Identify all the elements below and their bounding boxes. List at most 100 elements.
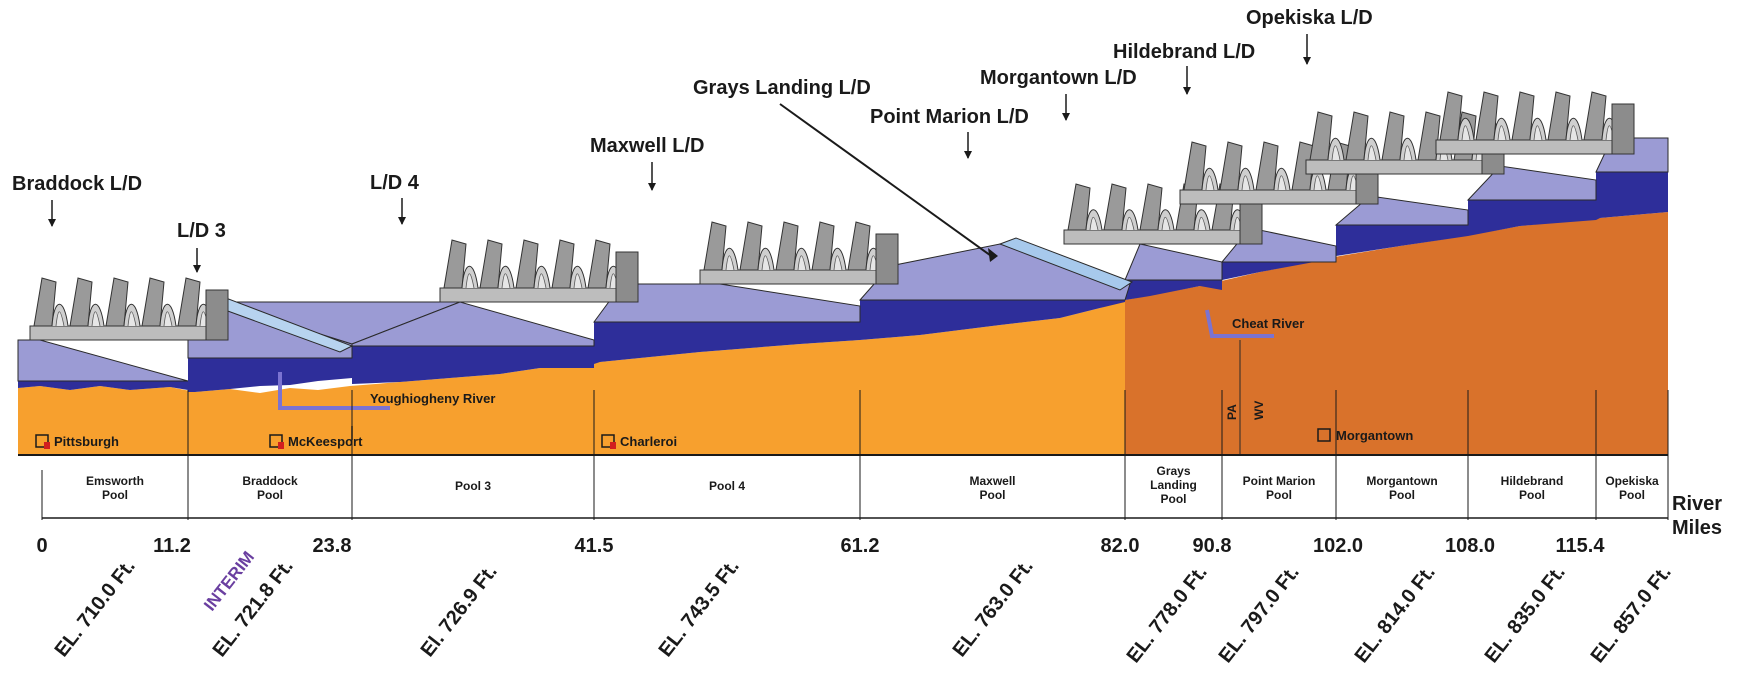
river-mile-label: 41.5	[575, 535, 614, 557]
pool-grays	[1124, 243, 1223, 281]
elevation-label: El. 726.9 Ft.	[417, 561, 502, 661]
deep-water-grays	[1125, 280, 1222, 300]
dam-arrow-head	[1062, 113, 1070, 121]
dam-label: L/D 4	[370, 172, 420, 194]
ground-pa	[18, 300, 1125, 455]
dam-label: Point Marion L/D	[870, 106, 1029, 128]
pool-label: Hildebrand	[1501, 474, 1564, 488]
river-mile-label: 23.8	[313, 535, 352, 557]
deep-water-emsworth	[18, 381, 188, 390]
dam-structure	[29, 277, 229, 341]
deep-water-opekiska	[1596, 172, 1668, 220]
river-mile-label: 102.0	[1313, 535, 1363, 557]
dam-arrow-head	[964, 151, 972, 159]
youghiogheny-river-line	[278, 372, 390, 410]
cheat-river-line	[1205, 309, 1274, 338]
pool-label: Emsworth	[86, 474, 144, 488]
city-label: Morgantown	[1336, 428, 1413, 443]
pool-label: Pool	[1161, 492, 1187, 506]
elevation-label: EL. 835.0 Ft.	[1481, 562, 1570, 668]
deep-water-morgantown	[1336, 225, 1468, 256]
ground-wv	[1125, 212, 1668, 455]
city-markers: Pittsburgh McKeesport Charleroi Morgantown	[35, 428, 1413, 449]
dam-label: Braddock L/D	[12, 173, 142, 195]
dam-label: L/D 3	[177, 220, 226, 242]
dam-arrow-head	[648, 183, 656, 191]
city-label: Pittsburgh	[54, 434, 119, 449]
channel-grays-landing	[998, 237, 1134, 291]
pool-label: Pool	[1519, 488, 1545, 502]
city-marker-dot	[610, 442, 616, 449]
dam-label: Morgantown L/D	[980, 67, 1137, 89]
city-marker-dot	[278, 442, 284, 449]
pool-label: Pool	[1266, 488, 1292, 502]
river-label-cheat: Cheat River	[1232, 316, 1304, 331]
deep-water-pool4	[594, 322, 860, 364]
pool-label: Morgantown	[1366, 474, 1437, 488]
dam-arrow-head	[48, 219, 56, 227]
elevation-label: EL. 857.0 Ft.	[1587, 562, 1676, 668]
elevation-label: EL. 743.5 Ft.	[655, 556, 744, 662]
dam-structure	[439, 239, 639, 303]
pool-label: Pool	[1619, 488, 1645, 502]
deep-water-pointmarion	[1222, 258, 1336, 280]
pool-label: Braddock	[242, 474, 298, 488]
city-marker-dot	[44, 442, 50, 449]
pool-label: Point Marion	[1243, 474, 1316, 488]
pool-label: Pool 4	[709, 479, 745, 493]
grays-landing-pointer-head	[988, 248, 998, 262]
dam-structure	[699, 221, 899, 285]
elevation-label: EL. 721.8 Ft.	[209, 556, 298, 662]
elevation-labels: EL. 710.0 Ft.EL. 721.8 Ft.El. 726.9 Ft.E…	[51, 556, 1676, 668]
dam-labels: Braddock L/D L/D 3 L/D 4 Maxwell L/D Grays L…	[12, 7, 1373, 273]
pool-emsworth	[17, 339, 189, 382]
city-marker-box	[601, 434, 615, 448]
pool-label: Landing	[1150, 478, 1197, 492]
dams-layer	[29, 91, 1635, 341]
elevation-label: EL. 763.0 Ft.	[949, 556, 1038, 662]
deep-water-pool3	[352, 346, 594, 384]
state-label-pa: PA	[1225, 404, 1239, 420]
deep-water-braddock	[188, 358, 352, 392]
city-label: Charleroi	[620, 434, 677, 449]
dam-structure	[1435, 91, 1635, 155]
pool-label: Pool	[257, 488, 283, 502]
river-mile-label: 90.8	[1193, 535, 1232, 557]
elevation-label: EL. 814.0 Ft.	[1351, 562, 1440, 668]
pool-label: Grays	[1156, 464, 1190, 478]
dam-label: Opekiska L/D	[1246, 7, 1373, 29]
pool-label: Pool	[1389, 488, 1415, 502]
dam-arrow-head	[1303, 57, 1311, 65]
grays-landing-pointer	[779, 103, 995, 259]
city-marker-box	[269, 434, 283, 448]
river-mile-label: 82.0	[1101, 535, 1140, 557]
dam-label: Grays Landing L/D	[693, 77, 871, 99]
deep-water-maxwell	[860, 300, 1125, 340]
pool-label: Opekiska	[1605, 474, 1659, 488]
dam-label: Maxwell L/D	[590, 135, 704, 157]
city-label: McKeesport	[288, 434, 363, 449]
river-miles-label-line1: River	[1672, 493, 1722, 515]
river-mile-label: 115.4	[1556, 535, 1606, 557]
river-label-youghiogheny: Youghiogheny River	[370, 391, 495, 406]
city-marker-box	[1317, 428, 1331, 442]
dam-arrow-head	[1183, 87, 1191, 95]
pool-label: Pool	[980, 488, 1006, 502]
state-label-wv: WV	[1252, 401, 1266, 420]
river-mile-label: 11.2	[153, 535, 191, 557]
elevation-label: EL. 797.0 Ft.	[1215, 562, 1304, 668]
pool-label: Pool 3	[455, 479, 491, 493]
dam-label: Hildebrand L/D	[1113, 41, 1255, 63]
pool-dividers	[41, 390, 1669, 520]
river-mile-label: 61.2	[841, 535, 880, 557]
deep-water-hildebrand	[1468, 200, 1596, 236]
dam-structure	[1179, 141, 1379, 205]
pool-label: Pool	[102, 488, 128, 502]
elevation-label: EL. 778.0 Ft.	[1123, 562, 1212, 668]
dam-arrow-head	[398, 217, 406, 225]
dam-arrow-head	[193, 265, 201, 273]
